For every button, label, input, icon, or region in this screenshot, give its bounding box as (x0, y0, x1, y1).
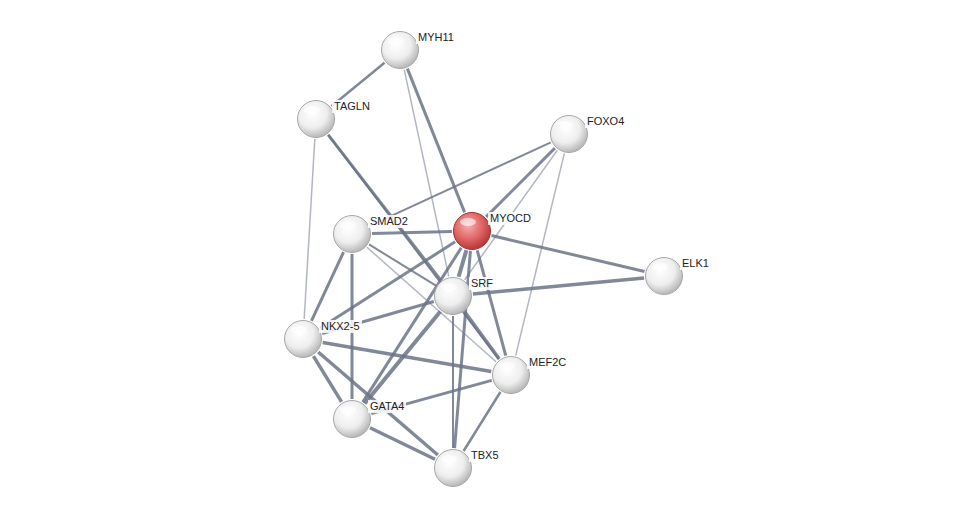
interaction-edge (367, 247, 496, 361)
node-label: MEF2C (527, 356, 568, 369)
node-label: FOXO4 (585, 115, 626, 128)
node-sphere (296, 99, 336, 139)
protein-node: MYOCD (452, 211, 492, 251)
interaction-edge (304, 139, 315, 319)
node-label: MYH11 (416, 31, 456, 44)
protein-node: ELK1 (644, 256, 684, 296)
interaction-edge (311, 252, 343, 321)
interaction-edge (318, 352, 438, 455)
protein-node: TBX5 (433, 448, 473, 488)
protein-node: MEF2C (491, 355, 531, 395)
interaction-edge (464, 392, 501, 451)
interaction-edge (370, 142, 551, 225)
interaction-edge (477, 250, 506, 355)
node-sphere (433, 448, 473, 488)
node-label: GATA4 (368, 400, 406, 413)
protein-node: MYH11 (380, 30, 420, 70)
interaction-edge (313, 356, 341, 402)
node-sphere (433, 276, 473, 316)
node-label: SMAD2 (368, 215, 410, 228)
node-sphere (380, 30, 420, 70)
node-sphere (549, 114, 589, 154)
node-sphere (283, 319, 323, 359)
node-label: NKX2-5 (319, 320, 362, 333)
node-label: ELK1 (680, 257, 711, 270)
node-label: SRF (469, 277, 495, 290)
node-sphere (452, 211, 492, 251)
interaction-edge (363, 248, 461, 402)
node-sphere (332, 399, 372, 439)
node-label: TBX5 (469, 449, 501, 462)
protein-node: SRF (433, 276, 473, 316)
interaction-edge (486, 148, 555, 217)
interaction-edge (370, 428, 435, 460)
interaction-edge (459, 250, 467, 277)
interaction-edge (491, 236, 644, 272)
interaction-edge (407, 69, 464, 213)
node-label: MYOCD (488, 212, 533, 225)
node-label: TAGLN (332, 100, 372, 113)
protein-node: FOXO4 (549, 114, 589, 154)
protein-node: TAGLN (296, 99, 336, 139)
interaction-edge (404, 70, 449, 277)
protein-node: SMAD2 (332, 214, 372, 254)
protein-node: GATA4 (332, 399, 372, 439)
interaction-edge (452, 316, 454, 448)
interaction-edge (473, 278, 644, 294)
node-sphere (644, 256, 684, 296)
interaction-edge (516, 153, 565, 355)
node-sphere (332, 214, 372, 254)
interaction-edge (465, 312, 499, 359)
interaction-edge (372, 231, 452, 233)
protein-node: NKX2-5 (283, 319, 323, 359)
node-sphere (491, 355, 531, 395)
interaction-edge (323, 342, 492, 371)
